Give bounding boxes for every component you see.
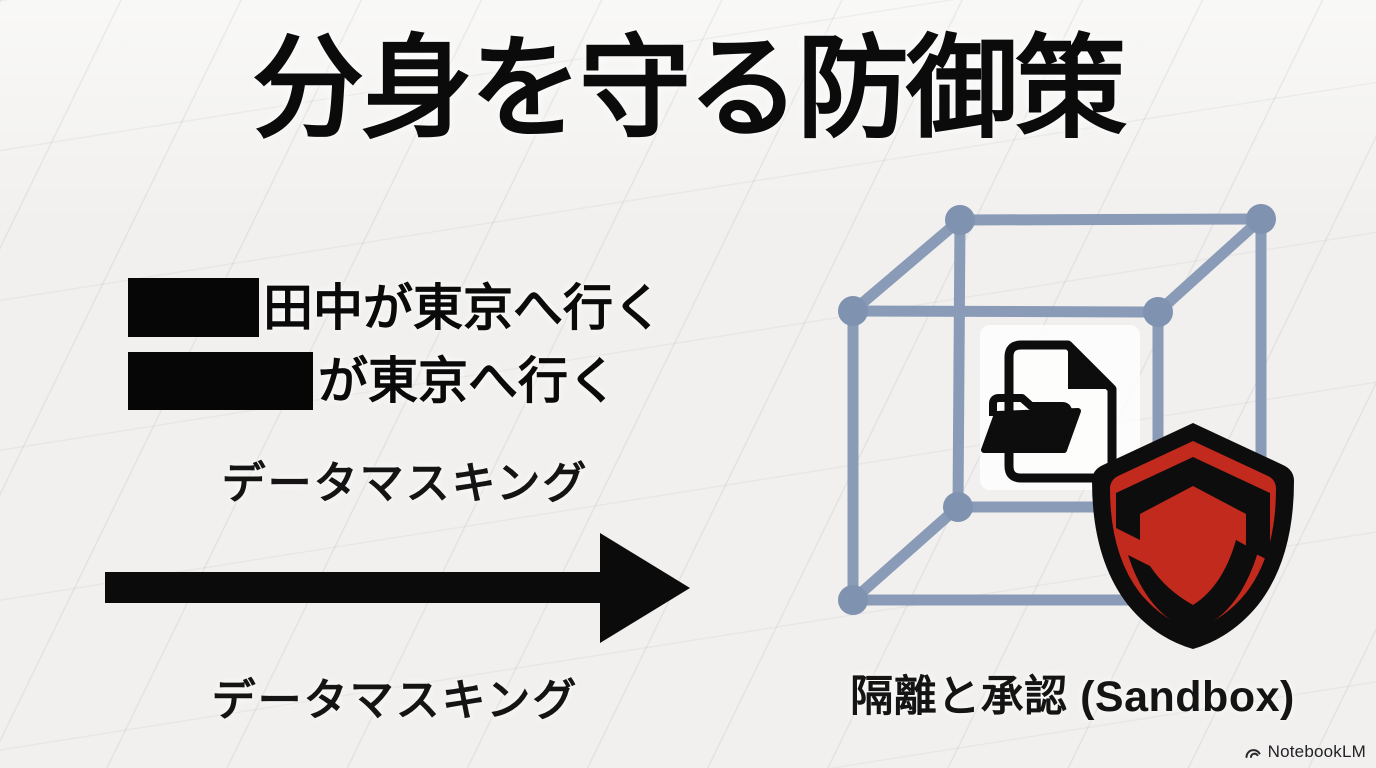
- shield-s-icon: [1092, 423, 1294, 649]
- watermark-text: NotebookLM: [1267, 742, 1366, 761]
- right-arrow-icon: [105, 533, 690, 643]
- data-masking-label-top: データマスキング: [221, 459, 589, 508]
- watermark: NotebookLM: [1244, 742, 1366, 762]
- masked-sentence-1-text: 田中が東京へ行く: [263, 279, 663, 336]
- data-masking-label-bottom: データマスキング: [211, 676, 579, 725]
- page-title: 分身を守る防御策: [252, 26, 1127, 151]
- masked-sentence-2-text: が東京へ行く: [318, 353, 618, 409]
- sandbox-label: 隔離と承認 (Sandbox): [850, 673, 1295, 721]
- notebooklm-logo-icon: [1245, 749, 1261, 758]
- redaction-bar: [128, 278, 259, 337]
- redaction-bar: [128, 352, 313, 410]
- masked-sentence-2: が東京へ行く: [128, 352, 618, 410]
- masked-sentence-1: 田中が東京へ行く: [128, 278, 663, 337]
